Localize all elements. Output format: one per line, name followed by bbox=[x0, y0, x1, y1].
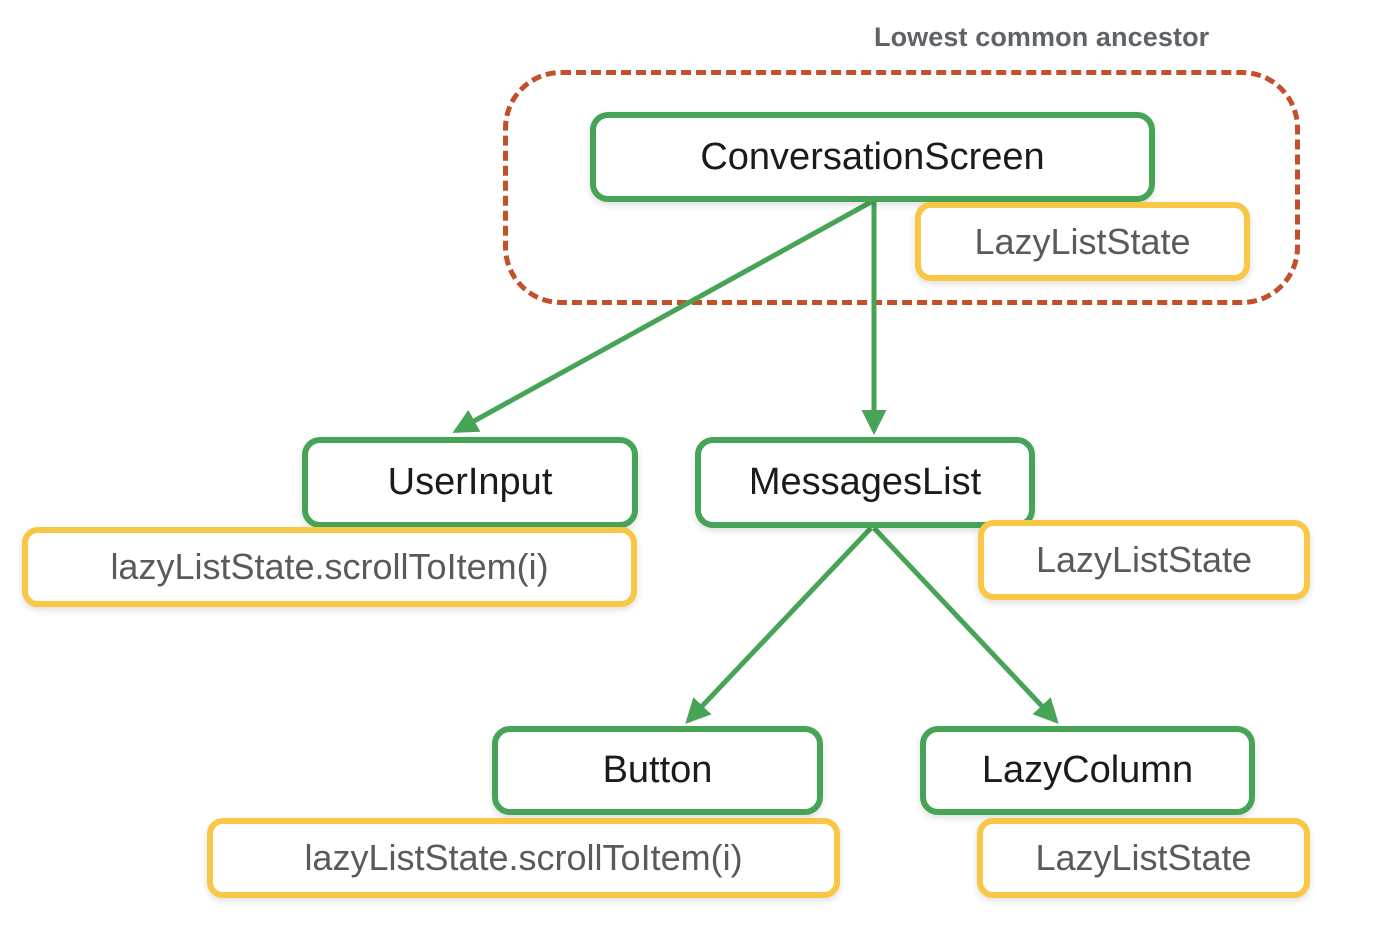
node-button[interactable]: Button bbox=[492, 726, 823, 815]
badge-conversationscreen-lazyliststate[interactable]: LazyListState bbox=[915, 202, 1250, 281]
lowest-common-ancestor-group bbox=[503, 70, 1300, 305]
lowest-common-ancestor-label: Lowest common ancestor bbox=[874, 22, 1210, 52]
badge-lazycolumn-lazyliststate[interactable]: LazyListState bbox=[977, 818, 1310, 898]
badge-messageslist-lazyliststate[interactable]: LazyListState bbox=[978, 520, 1310, 600]
badge-button-scrolltoitem[interactable]: lazyListState.scrollToItem(i) bbox=[207, 818, 840, 898]
node-userinput[interactable]: UserInput bbox=[302, 437, 638, 528]
badge-userinput-scrolltoitem[interactable]: lazyListState.scrollToItem(i) bbox=[22, 527, 637, 607]
edge-messageslist-button bbox=[685, 526, 873, 724]
node-conversationscreen[interactable]: ConversationScreen bbox=[590, 112, 1155, 202]
node-lazycolumn[interactable]: LazyColumn bbox=[920, 726, 1255, 815]
node-messageslist[interactable]: MessagesList bbox=[695, 437, 1035, 528]
